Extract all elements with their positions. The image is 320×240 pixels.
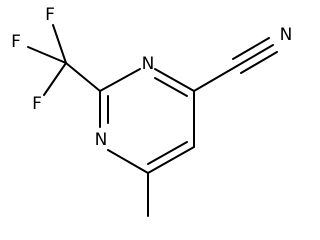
bond-cn-triple-2 xyxy=(232,37,270,60)
bond-n3-c4-single xyxy=(154,68,195,92)
chemical-structure: F F F N N N xyxy=(11,5,292,217)
atom-ring-nitrogen-top: N xyxy=(142,54,155,74)
bond-cf3-f-bottom xyxy=(43,62,67,96)
bond-c4-cn xyxy=(193,65,238,92)
atom-fluorine-top: F xyxy=(45,5,55,25)
bond-c6-n1 xyxy=(107,149,149,174)
bond-c5-c6-double xyxy=(147,141,188,165)
bonds xyxy=(27,24,278,217)
atom-ring-nitrogen-bottom: N xyxy=(95,130,108,150)
bond-cf3-f-left xyxy=(27,46,67,64)
bond-cn-triple-3 xyxy=(240,51,278,74)
atom-fluorine-bottom: F xyxy=(32,94,42,114)
bond-cn-triple-1 xyxy=(236,44,274,67)
bond-n3-c4-double xyxy=(154,77,188,97)
atom-fluorine-left: F xyxy=(11,32,21,52)
bond-c5-c6-single xyxy=(147,146,195,174)
bond-c2-n3 xyxy=(99,68,141,92)
atom-labels: F F F N N N xyxy=(11,5,292,150)
bond-cf3-ring xyxy=(65,62,101,92)
atom-nitrile-nitrogen: N xyxy=(280,25,293,45)
bond-cf3-f-top xyxy=(52,24,67,64)
